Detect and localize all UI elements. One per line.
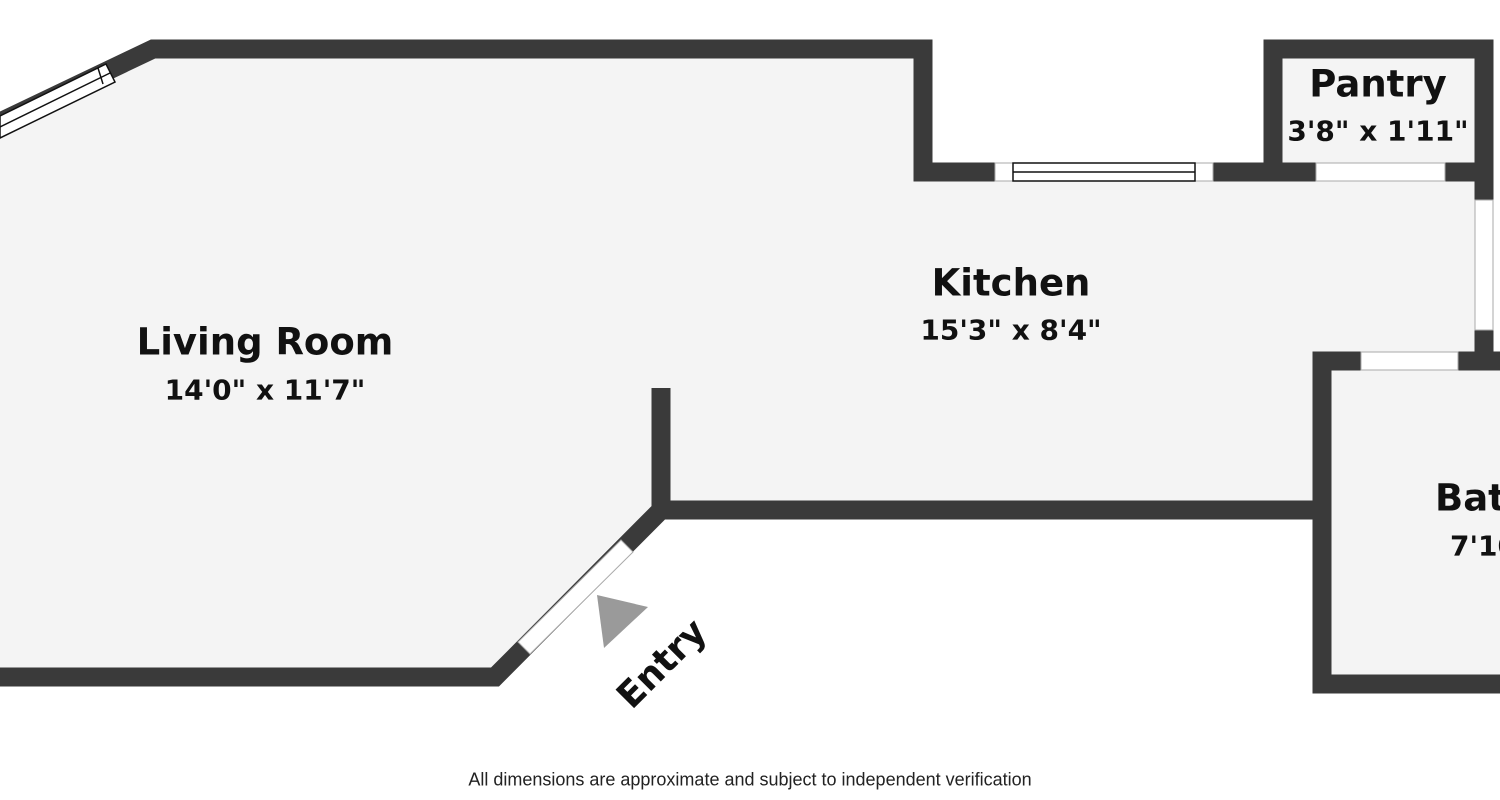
window-living-diagonal xyxy=(0,62,117,139)
entry-arrow-icon xyxy=(597,595,648,648)
pantry-door xyxy=(1315,162,1446,182)
entry-door xyxy=(517,539,634,655)
disclaimer-footer: All dimensions are approximate and subje… xyxy=(468,769,1032,790)
kitchen-name: Kitchen xyxy=(931,261,1091,305)
right-opening xyxy=(1474,199,1494,331)
floor-area xyxy=(0,49,1500,684)
bath-door xyxy=(1360,351,1459,371)
window-kitchen xyxy=(994,162,1214,182)
pantry-name: Pantry xyxy=(1309,62,1447,106)
bath-dims: 7'10 xyxy=(1450,529,1500,563)
living-room-dims: 14'0" x 11'7" xyxy=(164,373,366,407)
living-room-name: Living Room xyxy=(136,320,394,364)
pantry-dims: 3'8" x 1'11" xyxy=(1287,114,1469,148)
bath-name: Bath xyxy=(1435,476,1500,520)
kitchen-dims: 15'3" x 8'4" xyxy=(920,313,1102,347)
